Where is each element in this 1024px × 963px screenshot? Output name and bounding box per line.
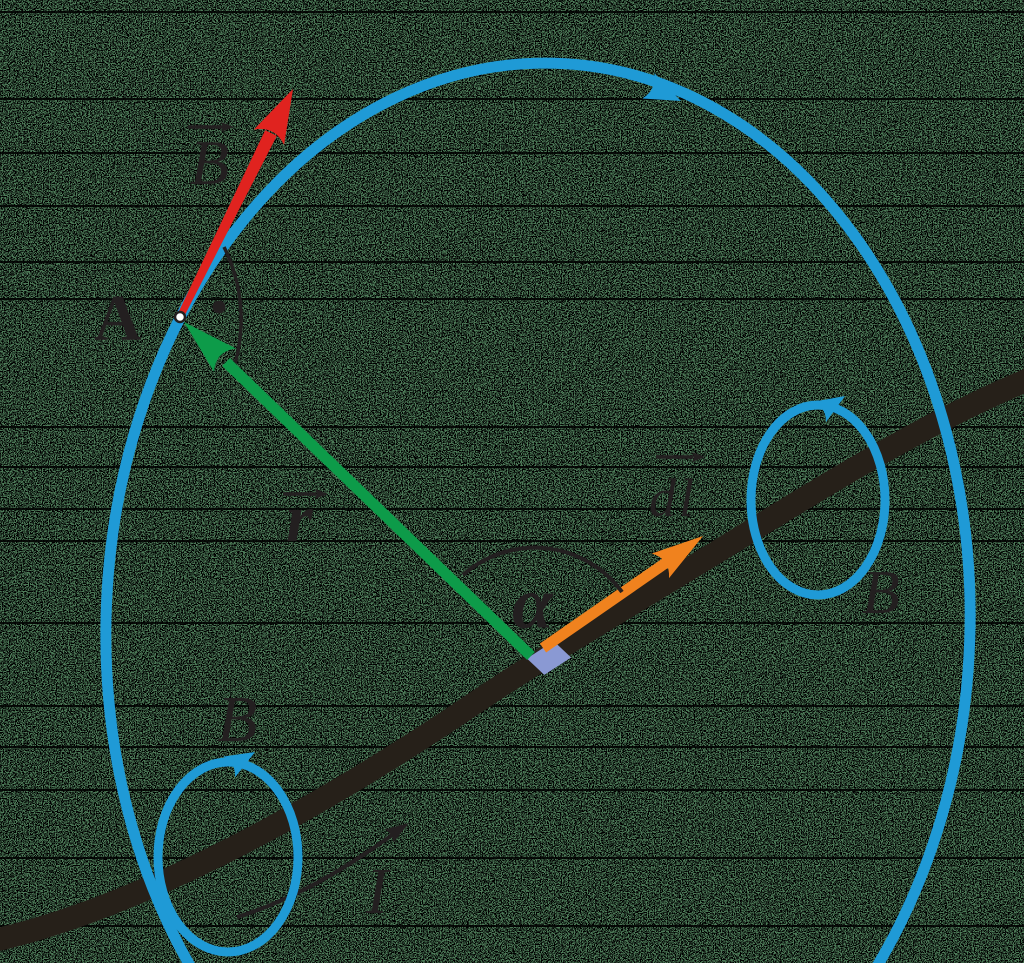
label-dl-vector: dl [649,468,697,528]
b-vector-arrow [177,89,293,317]
label-b-field-right: B [862,559,900,627]
field-line-large-ellipse [100,57,976,963]
field-line-left-ellipse [153,757,303,957]
r-vector-shaft [222,358,535,660]
dl-vector-head-icon [651,536,703,579]
point-a-angle-arc [222,246,243,371]
r-vector-head-icon [184,322,236,372]
current-wire [0,368,1024,951]
label-alpha: α [512,563,554,645]
dl-vector-arrow [539,536,703,653]
reference-dot [212,300,226,314]
alpha-angle-arc [461,545,624,594]
field-line-right [746,396,890,600]
r-vector-arrow [184,322,535,660]
b-vector-shaft [177,130,277,317]
field-direction-arrow-icon [813,396,845,423]
dl-vector-shaft [539,557,671,653]
field-line-large [100,57,976,963]
current-direction-arrow [236,823,409,919]
label-current: I [365,855,391,928]
b-vector-head-icon [253,89,293,145]
field-line-left [153,752,303,957]
label-point-a: A [94,282,142,355]
label-r-vector-group: r [283,480,328,556]
label-b-field-left: B [217,683,257,756]
label-dl-vector-group: dl [649,452,705,528]
vector-overbar-arrow-icon [692,452,705,462]
vector-overbar-arrow-icon [221,122,234,132]
vector-overbar-arrow-icon [315,489,328,499]
point-a-marker [173,310,187,324]
label-b-vector-group: B [188,122,234,198]
field-line-right-ellipse [746,400,890,600]
background-scanlines [0,11,1024,927]
current-arrow-icon [384,823,409,843]
current-arrow-shaft [236,825,405,919]
current-element-segment [526,641,572,675]
field-direction-arrow-icon [223,752,255,778]
label-b-vector: B [190,127,229,198]
field-direction-arrow-icon [642,73,681,101]
label-r-vector: r [286,480,313,556]
